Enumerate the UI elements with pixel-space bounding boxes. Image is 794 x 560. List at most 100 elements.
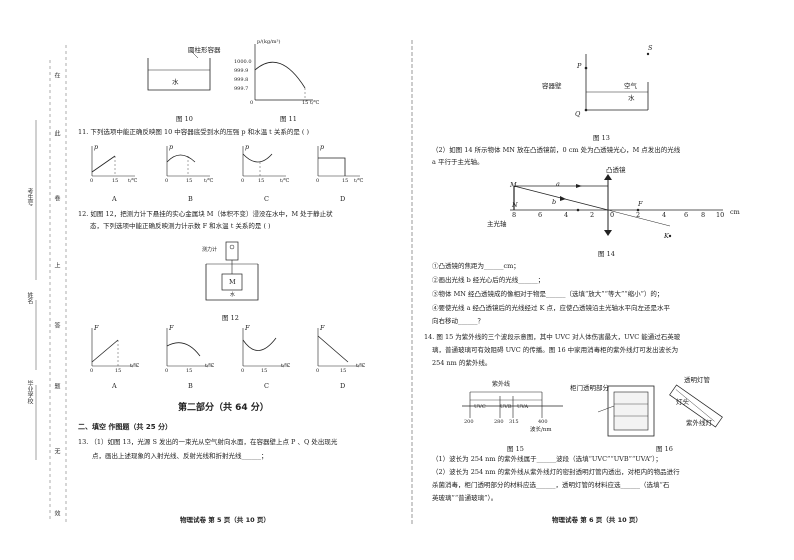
sub-question-1: ①凸透镜的焦距为______cm；	[432, 262, 520, 270]
figure-14	[510, 174, 723, 238]
fig12-water-label: 水	[230, 292, 236, 298]
seal-char: 无	[53, 448, 60, 454]
fig14-axis-label: 主光轴	[487, 220, 507, 228]
figure-10	[147, 49, 211, 91]
q12-zero: 0	[241, 368, 245, 374]
fig15-uvc: UVC	[474, 404, 486, 410]
q12-zero: 0	[90, 368, 94, 374]
fig12-caption: 图 12	[222, 314, 239, 322]
fig16-door-label: 柜门透明部分	[570, 384, 609, 392]
page-5-footer: 物理试卷 第 5 页（共 10 页）	[180, 516, 270, 524]
fig15-uvb: UVB	[500, 404, 512, 410]
fig13-wall-label: 容器壁	[542, 82, 562, 90]
question-14-2-line2: 杀菌消毒，柜门透明部分的材料应选______，透明灯管的材料应选______（选…	[432, 481, 670, 489]
q11-fifteen: 15	[112, 178, 119, 184]
question-12-line2: 态，下列选项中能正确反映测力计示数 F 和水温 t 关系的是 ( )	[90, 222, 271, 230]
page-6-footer: 物理试卷 第 6 页（共 10 页）	[552, 516, 642, 524]
part-two-heading: 第二部分（共 64 分）	[178, 403, 269, 413]
q12-option-b: B	[188, 382, 193, 390]
fig13-label-q: Q	[575, 110, 581, 118]
seal-char: 在	[53, 72, 60, 78]
fig15-xlabel: 波长/nm	[530, 427, 552, 433]
fig13-water-label: 水	[628, 94, 635, 102]
q12-option-graphs	[91, 328, 364, 367]
fig14-label-k: K	[664, 232, 669, 240]
q12-fifteen: 15	[186, 368, 193, 374]
fig14-label-m: M	[510, 181, 517, 189]
fig14-label-n: N	[512, 201, 518, 209]
q11-zero: 0	[241, 178, 245, 184]
section-two-heading: 二、填空 作图题（共 25 分）	[78, 423, 173, 431]
sub-question-2: ②画出光线 b 经光心后的光线______；	[432, 276, 545, 284]
fig12-block-label: M	[229, 278, 236, 286]
fig11-xunit: t/℃	[310, 100, 320, 106]
q11-xunit: t/℃	[280, 178, 290, 184]
fig15-title: 紫外线	[492, 381, 511, 388]
q12-xunit: t/℃	[205, 363, 215, 369]
question-14-line1: 14. 图 15 为紫外线的三个波段示意图，其中 UVC 对人体伤害最大，UVC…	[424, 333, 681, 341]
q12-option-d: D	[340, 382, 346, 390]
question-11: 11. 下列选项中能正确反映图 10 中容器底受到水的压强 p 和水温 t 关系…	[78, 128, 310, 136]
fig16-uv-lamp-label: 紫外线灯	[686, 419, 712, 427]
fig14-tick: 10	[716, 211, 725, 219]
q11-zero: 0	[165, 178, 169, 184]
q11-option-c: C	[264, 195, 269, 203]
fig14-tick: 2	[636, 211, 641, 219]
fig10-water-label: 水	[172, 78, 179, 86]
seal-char: 卷	[53, 195, 60, 201]
fig11-ylabel: p/(kg/m³)	[257, 39, 281, 45]
fig14-tick: 4	[662, 211, 667, 219]
fig14-label-f: F	[638, 200, 643, 208]
fig11-tick: 999.7	[234, 86, 249, 92]
question-14-line3: 254 nm 的紫外线。	[432, 359, 492, 367]
fig14-tick: 8	[512, 211, 517, 219]
fig14-tick: 6	[538, 211, 543, 219]
q12-axis-f: F	[245, 324, 250, 332]
fig15-tick: 315	[509, 419, 519, 425]
seal-char: 上	[53, 262, 60, 268]
q11-axis-p: p	[320, 143, 325, 151]
q11-axis-p: p	[245, 143, 250, 151]
q11-option-d: D	[340, 195, 346, 203]
q12-fifteen: 15	[115, 368, 122, 374]
q12-option-a: A	[112, 382, 117, 390]
sub-question-3: ③物体 MN 经凸透镜成的像相对于物是______（选填“放大”“等大”“缩小”…	[432, 290, 664, 298]
fig14-label-a: a	[556, 180, 560, 188]
fig15-tick: 200	[464, 419, 474, 425]
q11-option-b: B	[188, 195, 193, 203]
fig11-caption: 图 11	[280, 115, 297, 123]
fig13-label-s: S	[648, 44, 653, 52]
field-exam-number: 考生号	[26, 188, 33, 206]
fig11-origin: 0	[250, 100, 254, 106]
seal-char: 此	[53, 130, 60, 136]
field-school: 毕业学校	[26, 380, 33, 404]
q12-axis-f: F	[320, 324, 325, 332]
fig11-x15: 15	[302, 100, 309, 106]
q11-xunit: t/℃	[128, 178, 138, 184]
fig12-meter-label: 测力计	[202, 247, 218, 253]
question-13-2-line1: （2）如图 14 所示物体 MN 放在凸透镜前，0 cm 处为凸透镜光心，M 点…	[432, 146, 681, 154]
q11-fifteen: 15	[186, 178, 193, 184]
q11-axis-p: p	[94, 143, 99, 151]
q11-option-a: A	[112, 195, 117, 203]
question-14-2-line3: 英玻璃”“普通玻璃”）。	[432, 494, 498, 502]
field-name: 姓名	[26, 292, 33, 304]
q12-xunit: t/℃	[130, 363, 140, 369]
fig16-caption: 图 16	[656, 445, 673, 453]
question-13-line2: 点，画出上述现象的入射光线、反射光线和折射光线______；	[92, 452, 268, 460]
fig14-tick: 8	[701, 211, 706, 219]
fig14-lens-label: 凸透镜	[606, 166, 626, 174]
fig14-tick: 2	[590, 211, 595, 219]
question-14-line2: 璃，普通玻璃可有效阻碍 UVC 的传播。图 16 中家用消毒柜的紫外线灯可发出波…	[432, 346, 679, 354]
seal-char: 效	[53, 510, 60, 516]
fig10-caption: 图 10	[176, 115, 193, 123]
fig14-unit: cm	[730, 208, 740, 216]
fig14-tick: 0	[610, 211, 615, 219]
sub-question-4: ④要使光线 a 经凸透镜后的光线经过 K 点，应使凸透镜沿主光轴水平向左还是水平	[432, 304, 670, 312]
figure-15	[462, 391, 563, 418]
q12-axis-f: F	[169, 324, 174, 332]
fig15-tick: 400	[538, 419, 548, 425]
q11-fifteen: 15	[342, 178, 349, 184]
q12-xunit: t/℃	[281, 363, 291, 369]
fig11-tick: 1000.0	[234, 59, 252, 65]
